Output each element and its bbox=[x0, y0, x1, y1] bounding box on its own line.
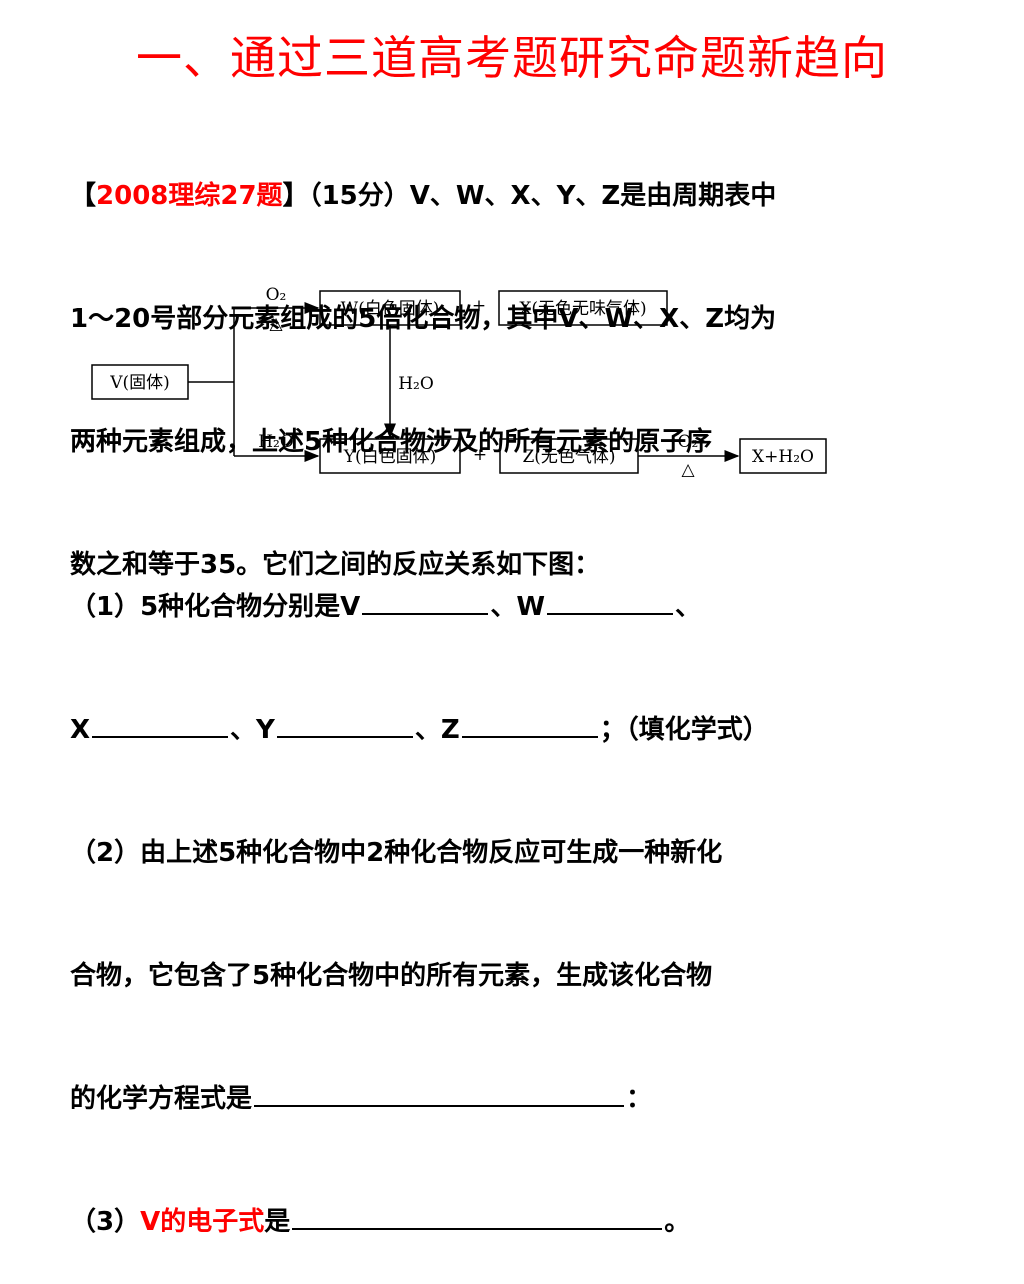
reaction-diagram: V(固体) W(白色固体) + X(无色无味气体) Y(白色固体) + Z(无色… bbox=[91, 285, 827, 480]
q1-line-1: （1）5种化合物分别是V、W、 bbox=[70, 587, 940, 628]
o2-condition-right: O₂ bbox=[678, 432, 699, 452]
intro-text-1: （15分）V、W、X、Y、Z是由周期表中 bbox=[308, 181, 777, 211]
q1-line-2: X、Y、Z；（填化学式） bbox=[70, 710, 940, 751]
blank-x[interactable] bbox=[92, 712, 229, 738]
v-label: V(固体) bbox=[109, 373, 170, 393]
blank-v[interactable] bbox=[362, 589, 489, 615]
intro-paragraph: 【2008理综27题】（15分）V、W、X、Y、Z是由周期表中 1～20号部分元… bbox=[70, 94, 940, 627]
q2-line-3: 的化学方程式是： bbox=[70, 1079, 940, 1120]
w-label: W(白色固体) bbox=[341, 299, 440, 319]
product-box bbox=[739, 438, 827, 474]
q3-highlight: V的电子式 bbox=[140, 1207, 265, 1237]
questions: （1）5种化合物分别是V、W、 X、Y、Z；（填化学式） （2）由上述5种化合物… bbox=[70, 505, 940, 1284]
bracket-open: 【 bbox=[70, 181, 97, 211]
intro-line-2: 1～20号部分元素组成的5倍化合物，其中V、W、X、Z均为 bbox=[70, 304, 777, 334]
q2-line-1: （2）由上述5种化合物中2种化合物反应可生成一种新化 bbox=[70, 838, 723, 868]
z-label: Z(无色气体) bbox=[522, 447, 615, 467]
intro-line-4: 数之和等于35。它们之间的反应关系如下图： bbox=[70, 550, 601, 580]
x-label: X(无色无味气体) bbox=[519, 299, 646, 319]
bracket-close: 】 bbox=[282, 181, 309, 211]
heat-condition-right: △ bbox=[681, 460, 695, 480]
source-label: 2008理综27题 bbox=[96, 181, 283, 211]
q2-line-2: 合物，它包含了5种化合物中的所有元素，生成该化合物 bbox=[70, 961, 713, 991]
plus-top: + bbox=[472, 296, 486, 316]
blank-w[interactable] bbox=[547, 589, 673, 615]
blank-z[interactable] bbox=[461, 712, 598, 738]
heat-condition-top: △ bbox=[269, 314, 283, 334]
q3-line: （3）V的电子式是。 bbox=[70, 1202, 940, 1243]
blank-y[interactable] bbox=[276, 712, 413, 738]
y-label: Y(白色固体) bbox=[343, 447, 437, 467]
o2-condition-top: O₂ bbox=[266, 285, 287, 305]
plus-bottom: + bbox=[473, 445, 487, 465]
blank-equation[interactable] bbox=[254, 1081, 625, 1107]
blank-electron-formula[interactable] bbox=[292, 1204, 663, 1230]
x-box bbox=[498, 290, 668, 326]
y-box bbox=[319, 438, 461, 474]
page-title: 一、通过三道高考题研究命题新趋向 bbox=[136, 31, 888, 85]
product-label: X+H₂O bbox=[752, 447, 814, 467]
h2o-condition-mid: H₂O bbox=[398, 374, 434, 394]
intro-line-1: 【2008理综27题】（15分）V、W、X、Y、Z是由周期表中 bbox=[70, 176, 940, 217]
h2o-condition-bottom: H₂O bbox=[258, 432, 294, 452]
